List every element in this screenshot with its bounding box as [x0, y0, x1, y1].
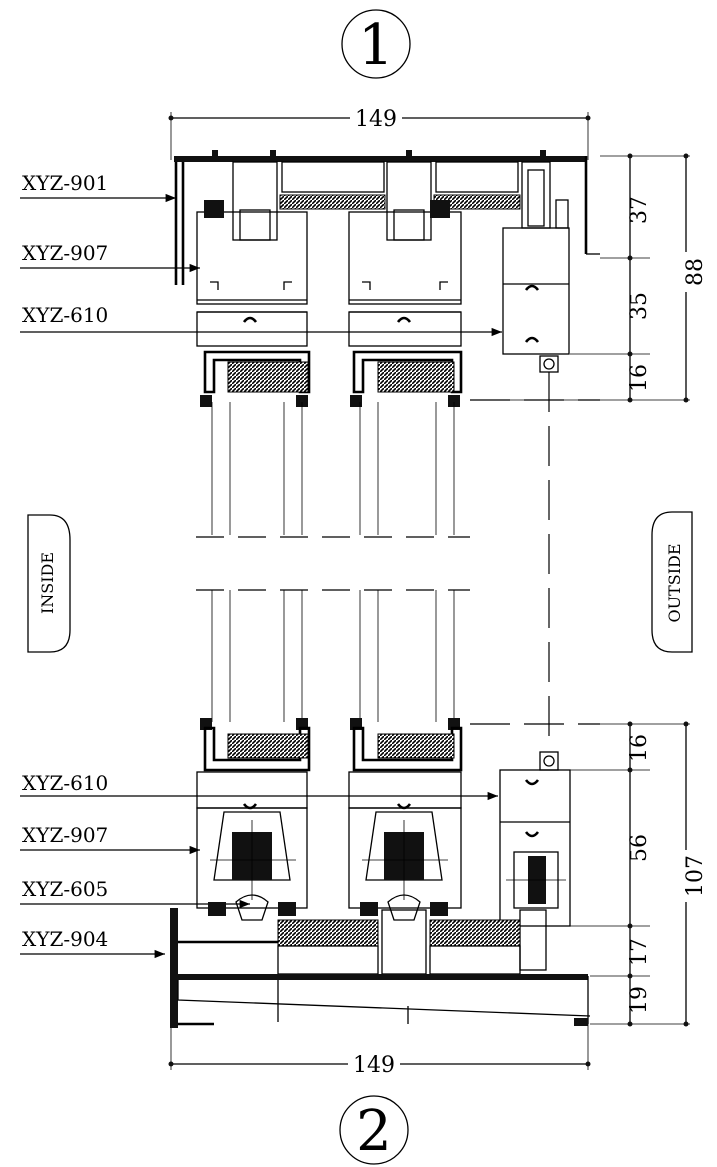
- dim-top-16: 16: [627, 364, 652, 392]
- sash-right-top-xyz-907: [348, 200, 463, 407]
- sash-left-bottom-xyz-907: [196, 718, 311, 921]
- sash-right-bottom-xyz-907: [348, 718, 463, 921]
- screen-frame-bottom-xyz-610: [499, 751, 571, 971]
- label-xyz-605-bottom: XYZ-605: [22, 877, 108, 901]
- width-dimension-top: 149: [168, 107, 591, 160]
- sill-frame-xyz-904: [170, 908, 591, 1028]
- dim-top-total-88: 88: [683, 258, 708, 286]
- dim-bottom-16: 16: [627, 734, 652, 762]
- label-xyz-904-bottom: XYZ-904: [22, 927, 108, 951]
- dim-top-37: 37: [627, 196, 652, 224]
- outside-tag: OUTSIDE: [651, 511, 693, 653]
- glass-panes: [196, 372, 600, 740]
- section-number-bottom: 2: [356, 1099, 392, 1164]
- height-dimensions-bottom: 16 56 17 19 107: [570, 721, 708, 1027]
- sash-left-top-xyz-907: [196, 200, 311, 407]
- inside-tag: INSIDE: [27, 514, 71, 653]
- width-dimension-bottom: 149: [168, 1020, 591, 1078]
- width-value-bottom: 149: [353, 1053, 395, 1078]
- label-xyz-610-bottom: XYZ-610: [22, 771, 108, 795]
- head-frame-xyz-901: [174, 150, 600, 285]
- outside-label: OUTSIDE: [665, 543, 684, 622]
- dim-bottom-17: 17: [627, 938, 652, 966]
- dim-top-35: 35: [627, 292, 652, 320]
- leader-labels-top: XYZ-901 XYZ-907 XYZ-610: [20, 171, 502, 337]
- screen-frame-top-xyz-610: [502, 199, 570, 373]
- dim-bottom-19: 19: [627, 986, 652, 1014]
- dim-bottom-total-107: 107: [683, 855, 708, 897]
- section-number-top: 1: [358, 13, 394, 78]
- height-dimensions-top: 37 35 16 88: [470, 153, 708, 403]
- label-xyz-901-top: XYZ-901: [22, 171, 108, 195]
- dim-bottom-56: 56: [627, 834, 652, 862]
- label-xyz-610-top: XYZ-610: [22, 303, 108, 327]
- leader-labels-bottom: XYZ-610 XYZ-907 XYZ-605 XYZ-904: [20, 771, 498, 959]
- inside-label: INSIDE: [38, 552, 57, 614]
- section-badge-top: 1: [341, 9, 411, 79]
- label-xyz-907-bottom: XYZ-907: [22, 823, 108, 847]
- section-badge-bottom: 2: [339, 1095, 409, 1165]
- label-xyz-907-top: XYZ-907: [22, 241, 108, 265]
- width-value-top: 149: [355, 107, 397, 132]
